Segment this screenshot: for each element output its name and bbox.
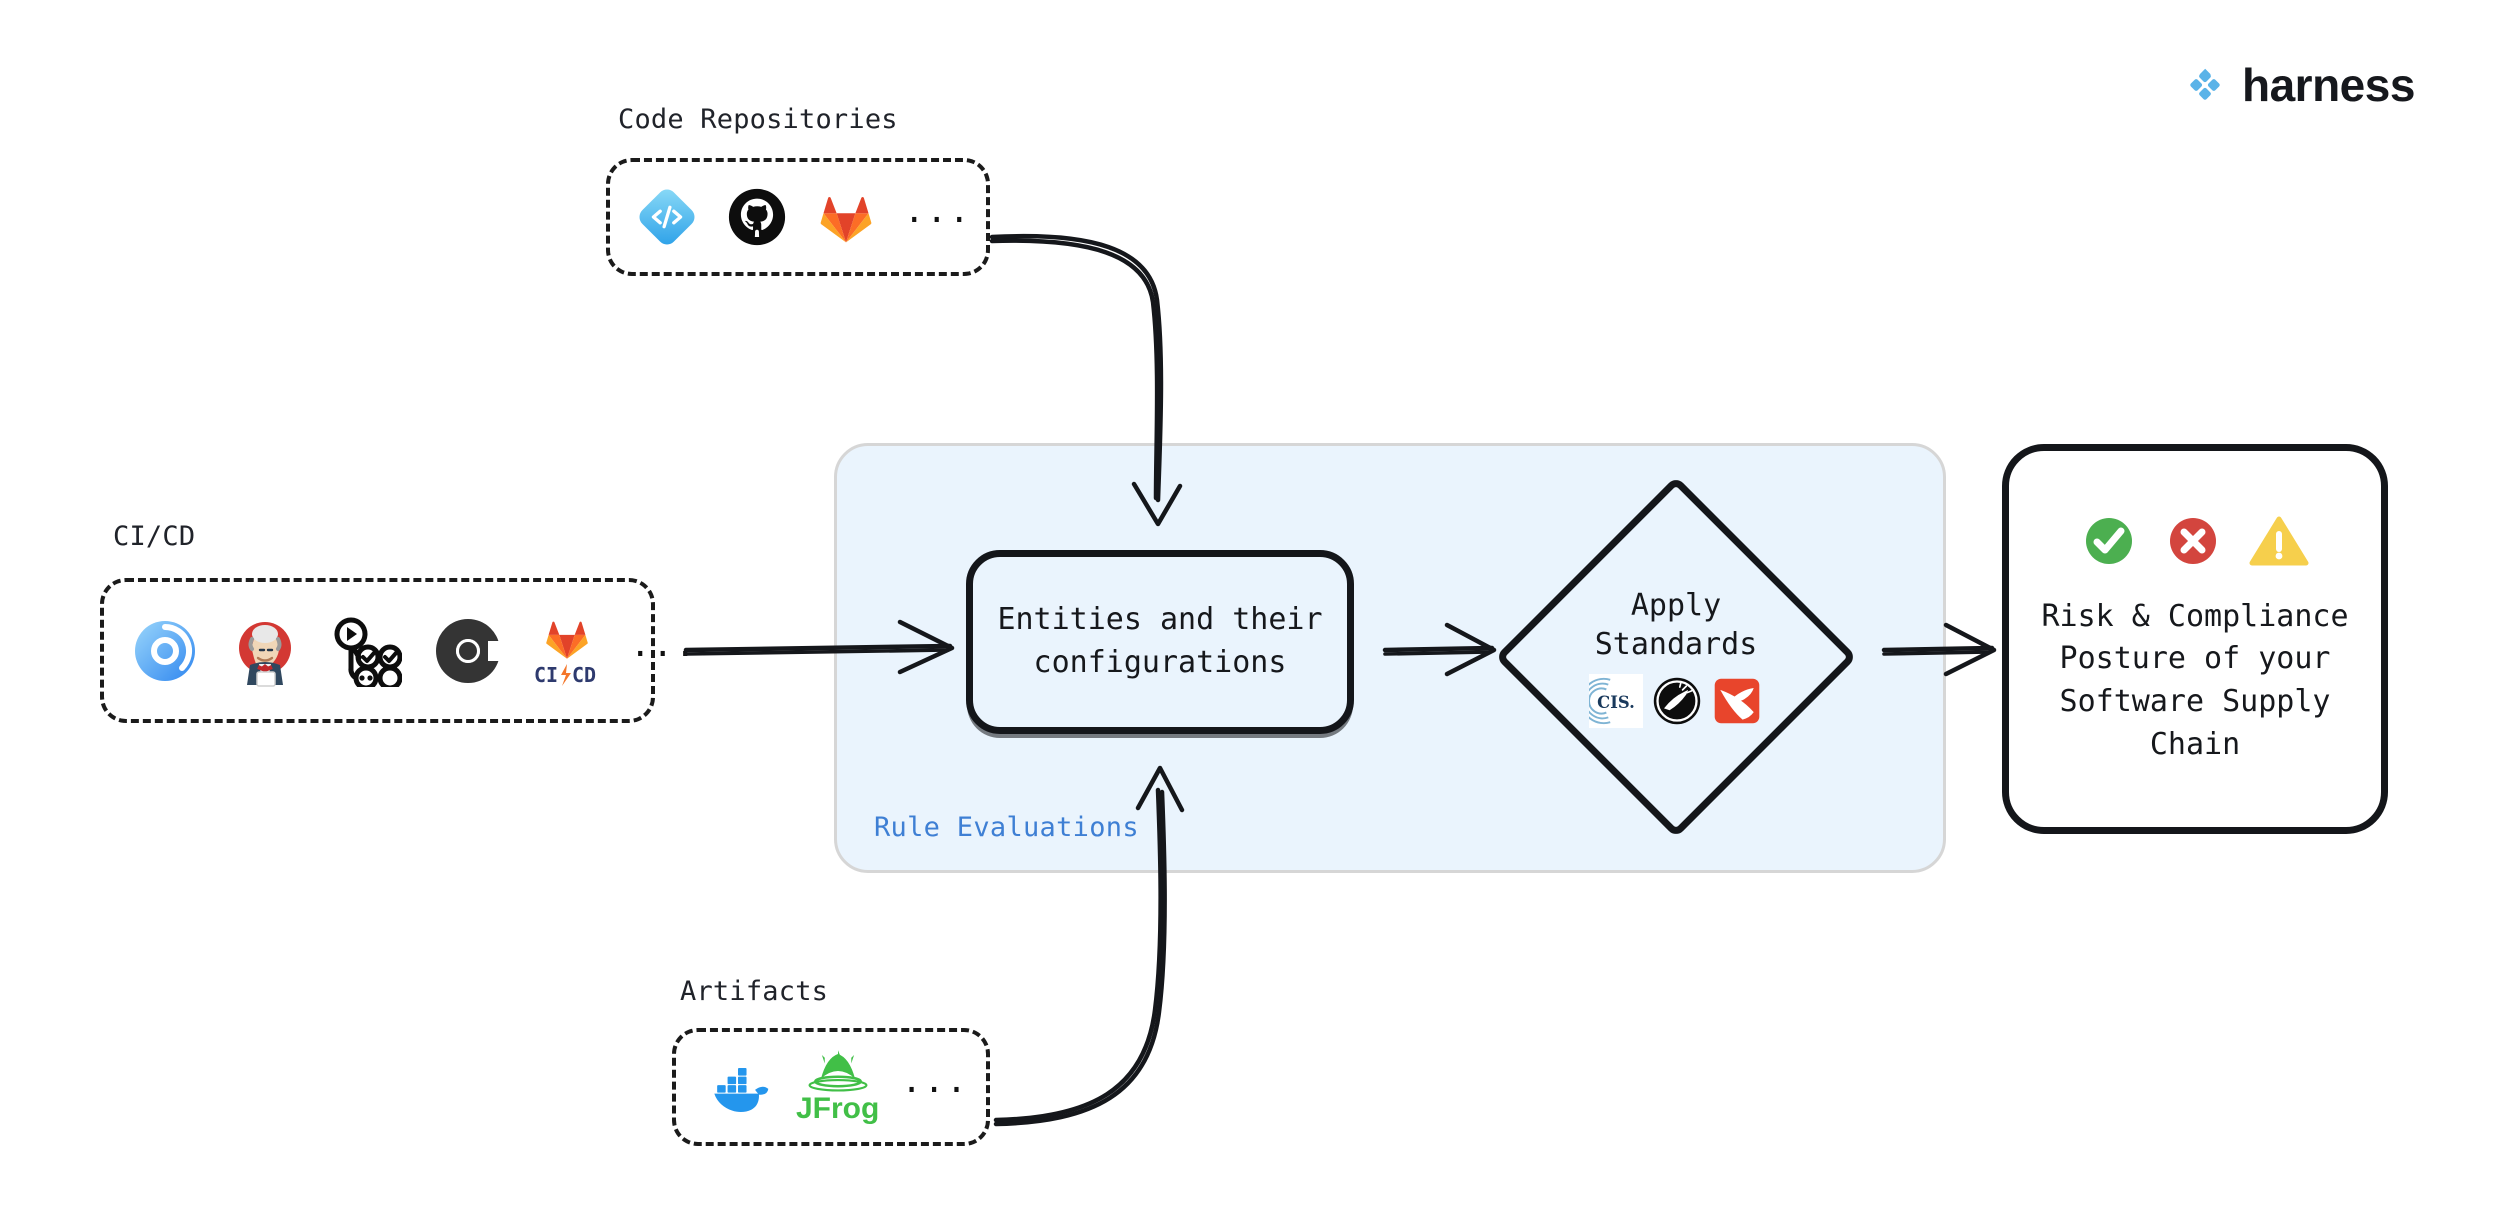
jfrog-icon[interactable]: JFrog [796, 1050, 879, 1124]
artifacts-group[interactable]: JFrog ... [672, 1028, 990, 1146]
warning-triangle-icon [2248, 512, 2310, 570]
outcome-status-icons [2080, 512, 2310, 570]
artifacts-label: Artifacts [680, 976, 829, 1007]
harness-wordmark: harness [2242, 59, 2415, 111]
gitlab-cicd-text: CI CD [534, 663, 596, 687]
standards-logo-row: CIS. [1589, 674, 1763, 728]
ci-cd-group[interactable]: CI CD ... [100, 578, 695, 723]
circleci-icon[interactable] [432, 615, 504, 687]
github-actions-icon[interactable] [330, 615, 402, 687]
harness-diamond-icon [2190, 68, 2220, 100]
harness-code-icon[interactable] [636, 186, 698, 248]
outcome-text: Risk & Compliance Posture of your Softwa… [2041, 598, 2349, 762]
code-repositories-label: Code Repositories [618, 104, 898, 135]
svg-text:CD: CD [572, 663, 596, 687]
error-circle-icon [2164, 512, 2222, 570]
entities-node[interactable]: Entities and their configurations [966, 550, 1354, 734]
ci-cd-ellipsis: ... [630, 624, 698, 665]
rule-evaluations-label: Rule Evaluations [874, 812, 1139, 843]
slsa-icon[interactable] [1651, 675, 1703, 727]
gitlab-cicd-icon[interactable]: CI CD [534, 615, 600, 687]
apply-standards-content: Apply Standards CIS. [1496, 477, 1856, 837]
svg-text:CIS.: CIS. [1597, 693, 1635, 712]
entities-node-text: Entities and their configurations [997, 602, 1323, 680]
owasp-icon[interactable] [1711, 675, 1763, 727]
code-repositories-ellipsis: ... [904, 191, 972, 231]
docker-icon[interactable] [702, 1058, 774, 1116]
code-repositories-group[interactable]: ... [606, 158, 990, 276]
harness-ci-icon[interactable] [130, 616, 200, 686]
outcome-node[interactable]: Risk & Compliance Posture of your Softwa… [2002, 444, 2388, 834]
harness-logo: harness [2182, 62, 2415, 108]
artifacts-ellipsis: ... [901, 1061, 969, 1101]
github-icon[interactable] [726, 186, 788, 248]
ci-cd-label: CI/CD [113, 521, 196, 552]
svg-text:CI: CI [534, 663, 558, 687]
gitlab-icon[interactable] [816, 188, 876, 246]
apply-standards-text: Apply Standards [1594, 588, 1758, 662]
check-circle-icon [2080, 512, 2138, 570]
apply-standards-node[interactable]: Apply Standards CIS. [1494, 475, 1858, 839]
cis-icon[interactable]: CIS. [1589, 674, 1643, 728]
jenkins-icon[interactable] [230, 614, 300, 688]
jfrog-label: JFrog [796, 1092, 880, 1125]
